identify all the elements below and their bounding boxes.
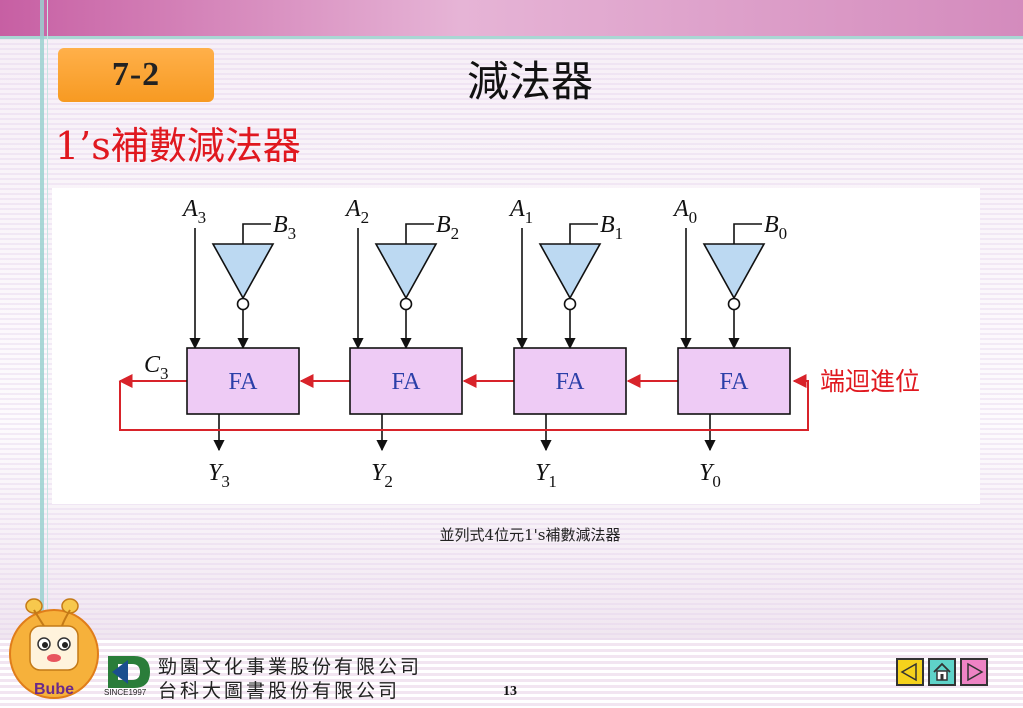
figure-caption: 並列式4位元1's補數減法器 (439, 526, 621, 544)
inverter-gate (211, 243, 275, 300)
bube-mascot-icon: Bube (9, 598, 99, 699)
full-adder-block (349, 347, 463, 415)
slide-subtitle: 1’s補數減法器 (55, 124, 301, 168)
wires-layer (118, 223, 809, 452)
b-input-wire (242, 223, 271, 244)
publisher-name-2: 台科大圖書股份有限公司 (158, 680, 401, 702)
left-accent-line-thin (47, 0, 48, 708)
inverter-gate (702, 243, 766, 300)
full-adder-block (186, 347, 300, 415)
y-output-label: Y0 (699, 460, 721, 491)
a-input-label: A1 (508, 196, 533, 227)
carry-out-label: C3 (144, 352, 169, 383)
previous-slide-button[interactable] (896, 658, 924, 686)
a-input-label: A2 (344, 196, 369, 227)
full-adder-label: FA (229, 369, 259, 395)
inverter-bubble (236, 297, 250, 311)
b-input-label: B1 (600, 212, 623, 243)
b-input-label: B3 (273, 212, 296, 243)
footer-band (0, 640, 1023, 708)
publisher-name-1: 勁園文化事業股份有限公司 (158, 656, 423, 678)
end-around-carry-wire (119, 374, 809, 431)
page-number: 13 (503, 684, 517, 699)
section-badge: 7-2 (58, 48, 214, 102)
y-output-label: Y2 (371, 460, 393, 491)
full-adder-label: FA (392, 369, 422, 395)
top-banner (0, 0, 1023, 36)
since-label: SINCE1997 (104, 688, 147, 697)
slide-title: 減法器 (466, 57, 593, 106)
y-output-label: Y1 (535, 460, 557, 491)
inverter-gate (374, 243, 438, 300)
inverter-bubble (563, 297, 577, 311)
inverter-bubble (727, 297, 741, 311)
full-adder-block (677, 347, 791, 415)
next-slide-button[interactable] (960, 658, 988, 686)
triangle-left-icon (900, 662, 917, 682)
home-button[interactable] (928, 658, 956, 686)
home-icon (933, 662, 951, 681)
y-output-label: Y3 (208, 460, 230, 491)
blocks-layer (186, 243, 791, 415)
b-input-wire (569, 223, 598, 244)
inverter-bubble (399, 297, 413, 311)
b-input-wire (733, 223, 762, 244)
mascot-label: Bube (34, 681, 74, 698)
top-accent-line (0, 36, 1023, 39)
left-accent-line (40, 0, 44, 708)
a-input-label: A3 (181, 196, 206, 227)
a-input-label: A0 (672, 196, 697, 227)
b-input-wire (405, 223, 434, 244)
b-input-label: B0 (764, 212, 787, 243)
end-around-carry-label: 端迴進位 (820, 367, 920, 396)
triangle-right-icon (967, 662, 984, 682)
full-adder-label: FA (720, 369, 750, 395)
full-adder-label: FA (556, 369, 586, 395)
publisher-logo-icon (108, 656, 150, 688)
inverter-gate (538, 243, 602, 300)
b-input-label: B2 (436, 212, 459, 243)
full-adder-block (513, 347, 627, 415)
